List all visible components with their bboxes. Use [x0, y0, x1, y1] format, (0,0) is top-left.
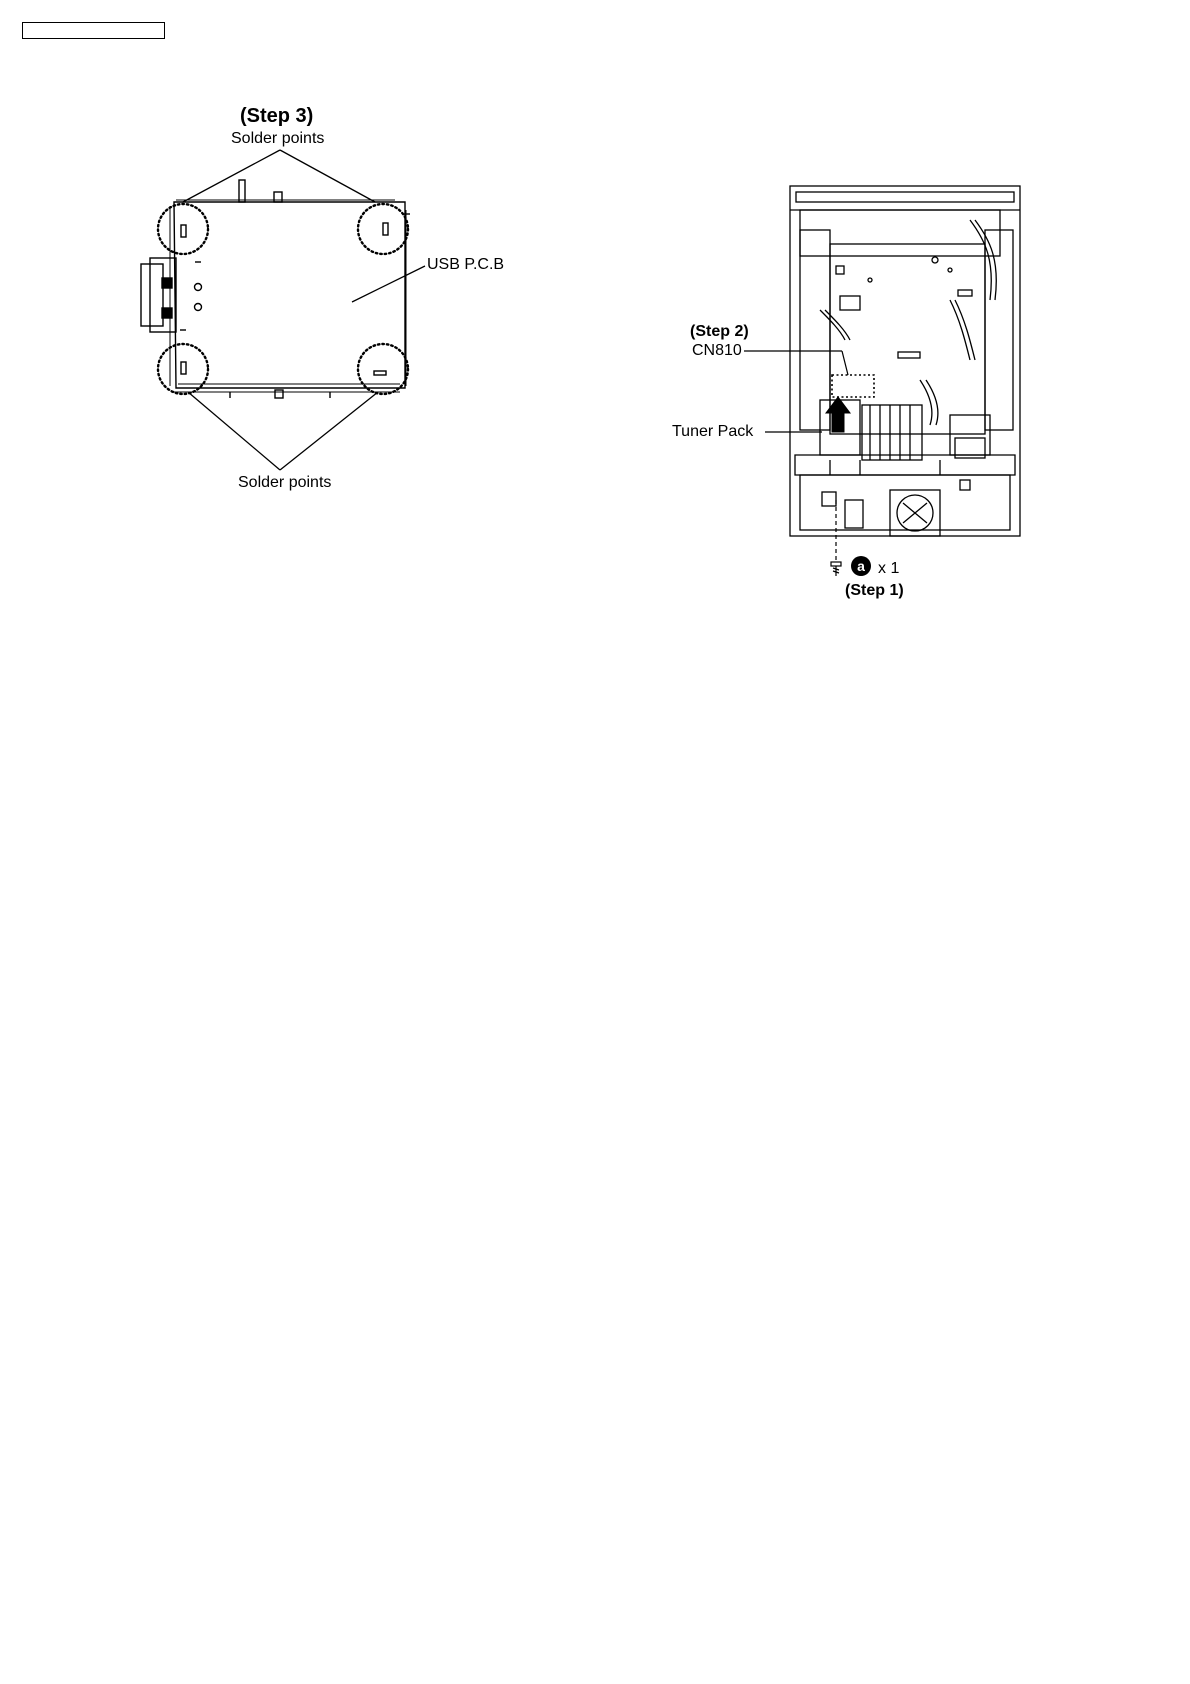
unit-chassis — [790, 186, 1020, 536]
screw-icon — [831, 562, 841, 576]
cn810-connector-box — [832, 375, 874, 397]
screw-letter: a — [857, 558, 865, 574]
usb-pcb-board — [141, 180, 410, 398]
solder-point-top-left — [158, 204, 208, 254]
solder-point-bottom-left — [158, 344, 208, 394]
leader-lines — [183, 150, 425, 470]
solder-point-bottom-right — [358, 344, 408, 394]
solder-point-circles — [158, 204, 408, 394]
usb-pcb-diagram — [0, 0, 600, 520]
tuner-pack-diagram: a — [600, 0, 1100, 620]
